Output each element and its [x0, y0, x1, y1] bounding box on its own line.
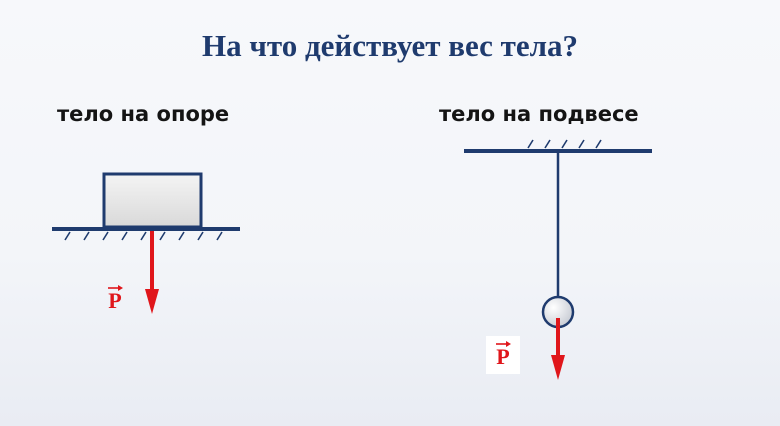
suspension-label: тело на подвесе — [439, 102, 639, 126]
block — [102, 172, 203, 229]
weight-arrow-support — [145, 231, 159, 314]
support-hatching — [64, 231, 223, 241]
vector-arrow-icon — [108, 285, 123, 291]
vector-symbol: P — [496, 344, 510, 369]
weight-vector-label-support: P — [104, 285, 126, 314]
vector-arrow-icon — [496, 341, 511, 347]
support-label: тело на опоре — [57, 102, 230, 126]
weight-arrow-suspension — [551, 318, 565, 380]
weight-vector-label-suspension: P — [492, 341, 514, 370]
suspension-diagram — [464, 139, 652, 380]
support-diagram — [52, 172, 240, 314]
page-title: На что действует вес тела? — [202, 28, 578, 63]
ceiling-hatching — [527, 139, 602, 149]
vector-label-background — [486, 336, 520, 374]
vector-symbol: P — [108, 288, 122, 313]
